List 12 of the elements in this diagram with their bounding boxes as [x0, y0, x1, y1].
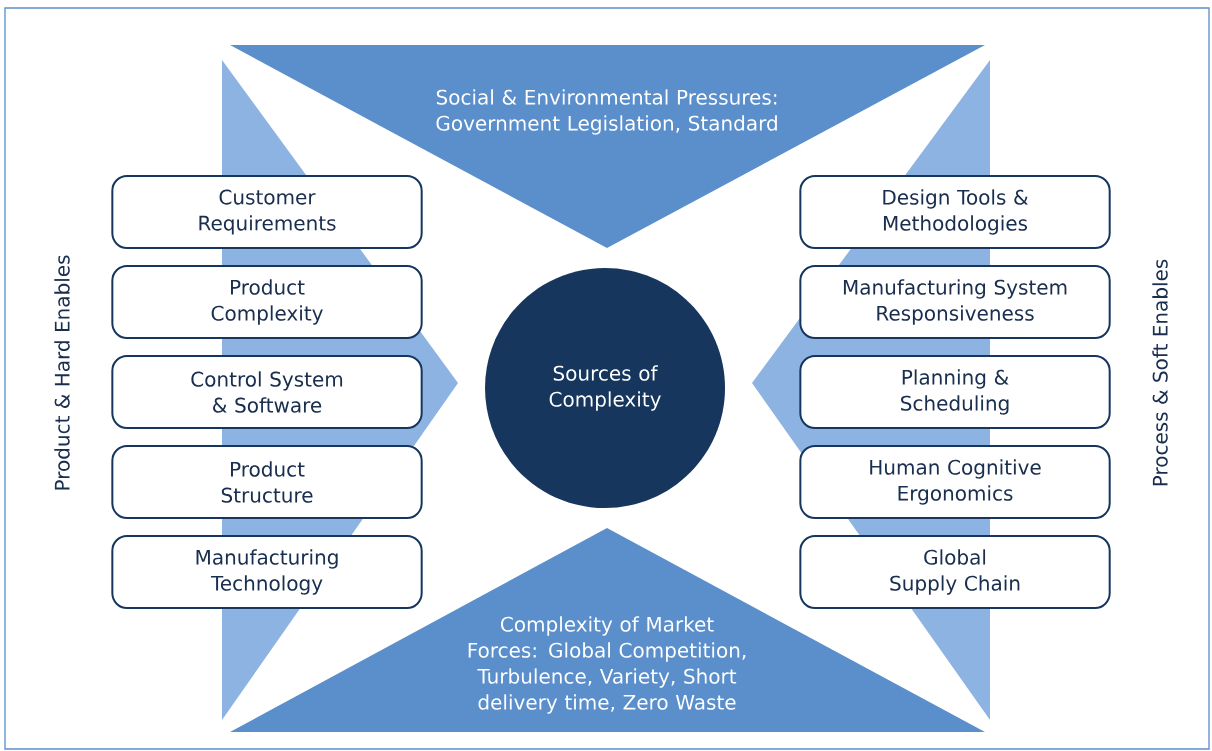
rounded-box: Manufacturing Technology	[111, 535, 423, 609]
rounded-box: Design Tools & Methodologies	[799, 175, 1111, 249]
rounded-box: Manufacturing System Responsiveness	[799, 265, 1111, 339]
side-label: Process & Soft Enables	[1152, 259, 1168, 486]
side-label: Product & Hard Enables	[54, 255, 70, 490]
rounded-box: Planning & Scheduling	[799, 355, 1111, 429]
rounded-box: Product Complexity	[111, 265, 423, 339]
rounded-box: Control System & Software	[111, 355, 423, 429]
rounded-box: Global Supply Chain	[799, 535, 1111, 609]
rounded-box: Product Structure	[111, 445, 423, 519]
rounded-box: Customer Requirements	[111, 175, 423, 249]
rounded-box: Human Cognitive Ergonomics	[799, 445, 1111, 519]
